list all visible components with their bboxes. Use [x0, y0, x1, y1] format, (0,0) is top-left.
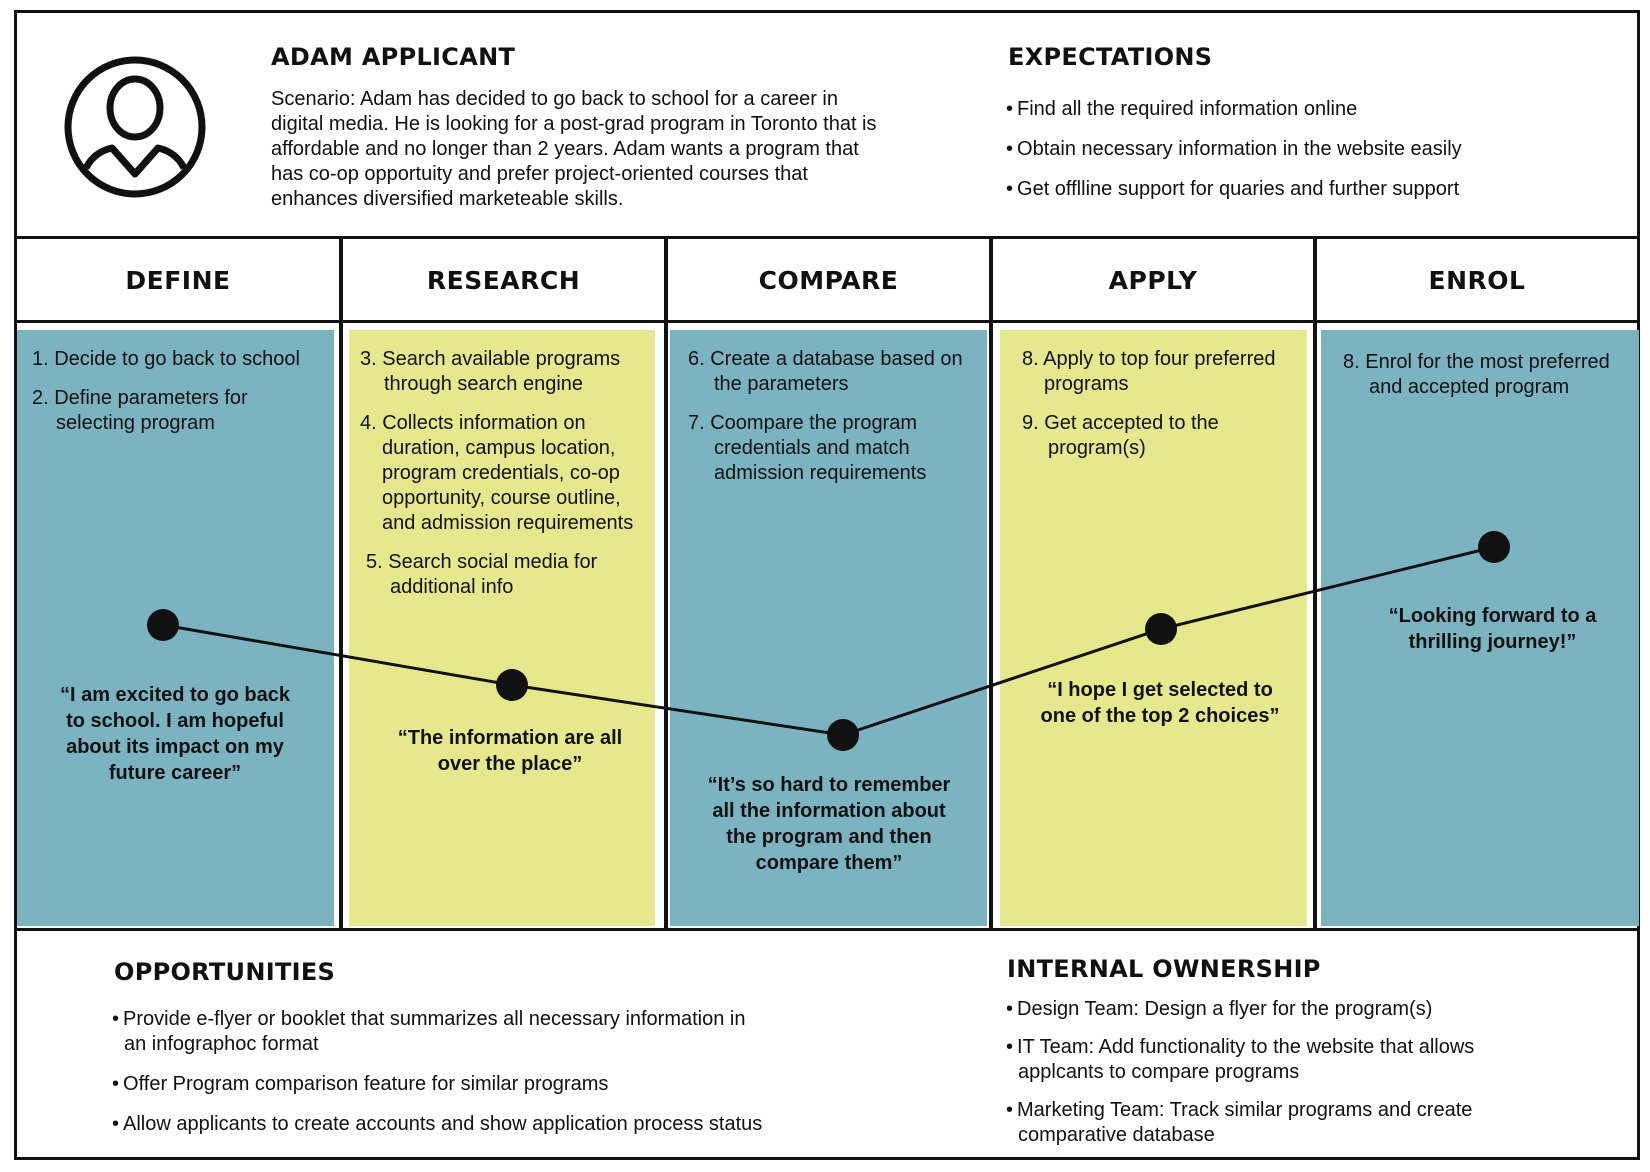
column-divider-4	[1313, 238, 1317, 930]
steps-apply: 8. Apply to top four preferred programs …	[1022, 347, 1292, 475]
step-item: 3. Search available programs through sea…	[360, 348, 621, 395]
quote-compare: “It’s so hard to remember all the inform…	[707, 774, 951, 874]
stage-title-research: RESEARCH	[426, 265, 581, 295]
expectation-item: Get offlline support for quaries and fur…	[1006, 177, 1606, 202]
stage-title-enrol: ENROL	[1428, 265, 1526, 295]
opportunities-title: OPPORTUNITIES	[114, 958, 336, 986]
quote-define: “I am excited to go back to school. I am…	[59, 684, 291, 784]
persona-name: ADAM APPLICANT	[271, 43, 516, 71]
expectations-list: Find all the required information online…	[1006, 97, 1606, 217]
expectation-item: Find all the required information online	[1006, 97, 1606, 122]
opportunity-item: Allow applicants to create accounts and …	[112, 1112, 772, 1137]
steps-research: 3. Search available programs through sea…	[360, 347, 652, 614]
column-divider-1	[339, 238, 343, 930]
quote-enrol: “Looking forward to a thrilling journey!…	[1388, 605, 1597, 653]
step-item: 5. Search social media for additional in…	[366, 551, 598, 598]
ownership-list: Design Team: Design a flyer for the prog…	[1006, 997, 1536, 1163]
opportunity-item: Offer Program comparison feature for sim…	[112, 1072, 772, 1097]
ownership-title: INTERNAL OWNERSHIP	[1007, 955, 1321, 983]
step-item: 7. Coompare the program credentials and …	[688, 412, 927, 484]
expectations-title: EXPECTATIONS	[1008, 43, 1213, 71]
stage-title-define: DEFINE	[125, 265, 231, 295]
quote-apply: “I hope I get selected to one of the top…	[1040, 679, 1280, 727]
steps-compare: 6. Create a database based on the parame…	[688, 347, 978, 500]
quote-research: “The information are all over the place”	[397, 727, 623, 775]
ownership-item: Marketing Team: Track similar programs a…	[1006, 1098, 1536, 1148]
stage-title-compare: COMPARE	[758, 265, 899, 295]
ownership-item: IT Team: Add functionality to the websit…	[1006, 1035, 1536, 1085]
persona-scenario: Scenario: Adam has decided to go back to…	[271, 88, 877, 210]
step-item: 4. Collects information on duration, cam…	[360, 412, 634, 534]
expectation-item: Obtain necessary information in the webs…	[1006, 137, 1606, 162]
stage-title-apply: APPLY	[1108, 265, 1198, 295]
step-item: 1. Decide to go back to school	[32, 348, 300, 370]
ownership-item: Design Team: Design a flyer for the prog…	[1006, 997, 1536, 1022]
step-item: 2. Define parameters for selecting progr…	[32, 387, 248, 434]
opportunity-item: Provide e-flyer or booklet that summariz…	[112, 1007, 772, 1057]
opportunities-list: Provide e-flyer or booklet that summariz…	[112, 1007, 772, 1152]
divider-footer	[14, 928, 1640, 931]
user-avatar-icon	[64, 56, 206, 198]
step-item: 9. Get accepted to the program(s)	[1022, 412, 1219, 459]
divider-stage-titles	[14, 320, 1640, 323]
step-item: 8. Enrol for the most preferred and acce…	[1343, 351, 1610, 398]
step-item: 8. Apply to top four preferred programs	[1022, 348, 1276, 395]
step-item: 6. Create a database based on the parame…	[688, 348, 963, 395]
steps-enrol: 8. Enrol for the most preferred and acce…	[1343, 350, 1638, 414]
steps-define: 1. Decide to go back to school 2. Define…	[32, 347, 322, 450]
column-divider-2	[664, 238, 668, 930]
divider-header	[14, 236, 1640, 239]
column-divider-3	[989, 238, 993, 930]
